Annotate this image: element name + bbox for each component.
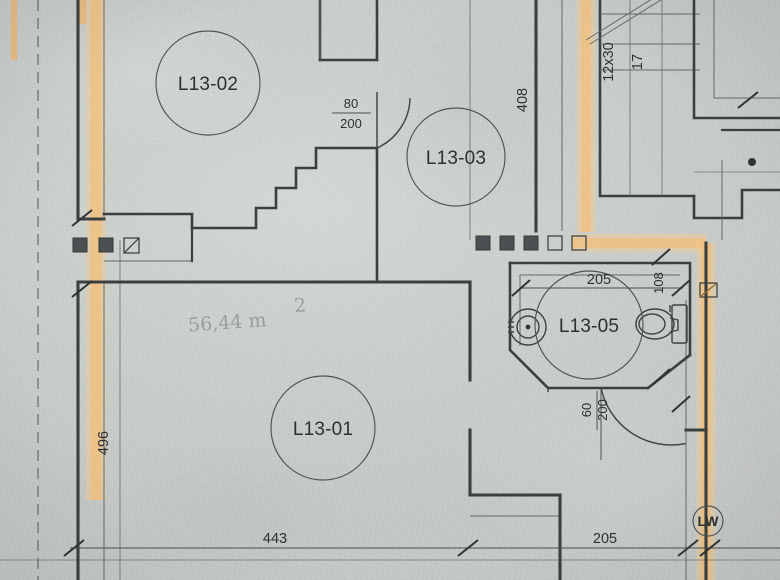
dim-tick (671, 395, 691, 413)
open-square-symbol (571, 235, 587, 251)
door-width-80: 80 (344, 96, 358, 111)
filled-square-symbol (72, 237, 88, 253)
bath-fixtures (508, 304, 688, 346)
dim-bottom-left: 443 (263, 531, 287, 547)
dim-tick (71, 280, 93, 298)
symbol-row-right (475, 235, 587, 251)
room-label-l13-03: L13-03 (426, 148, 486, 169)
door-width-60: 60 (579, 403, 594, 417)
dim-right-vertical: 408 (515, 88, 531, 112)
stair-count-label: 17 (630, 54, 646, 70)
filled-square-symbol (98, 237, 114, 253)
dim-bath-right: 108 (651, 272, 666, 294)
wall-badge-lw: LW (692, 505, 724, 537)
door-label-l13-05: 60 200 (579, 391, 610, 430)
dim-tick (737, 91, 759, 109)
handwritten-area-note: 56,44 m 2 (187, 294, 307, 336)
handwritten-area-value: 56,44 m (187, 309, 267, 336)
door-height-200: 200 (595, 399, 610, 421)
room-circle-l13-05 (534, 270, 644, 380)
handwritten-area-exponent: 2 (293, 294, 307, 317)
dim-tick (71, 209, 93, 227)
open-square-symbol (547, 235, 563, 251)
filled-square-symbol (523, 235, 539, 251)
dimension-lines (63, 91, 780, 557)
cistern-icon (671, 304, 688, 344)
filled-square-symbol (475, 235, 491, 251)
room-circle-l13-03 (406, 107, 506, 207)
dim-tick (699, 539, 721, 557)
stair-labels: 12x30 17 (601, 42, 646, 82)
dim-tick (651, 368, 671, 386)
walls (76, 0, 708, 580)
dim-tick (63, 539, 85, 557)
room-tags: L13-02 L13-03 L13-01 L13-05 (155, 30, 644, 481)
door-label-l13-02: 80 200 (332, 96, 371, 131)
room-circle-l13-02 (155, 30, 261, 136)
dim-left-vertical: 496 (96, 431, 112, 455)
filled-square-symbol (499, 235, 515, 251)
room-circle-l13-01 (270, 375, 376, 481)
room-label-l13-02: L13-02 (178, 74, 238, 95)
dim-tick (671, 279, 691, 297)
washbasin-icon (508, 308, 547, 346)
toilet-icon (635, 308, 679, 340)
dim-bottom-right: 205 (593, 531, 617, 547)
room-label-l13-01: L13-01 (293, 419, 353, 440)
stair-risers-label: 12x30 (601, 42, 617, 82)
dim-tick (677, 539, 699, 557)
room-label-l13-05: L13-05 (559, 316, 619, 337)
dim-tick (651, 248, 671, 266)
symbol-row-left (72, 237, 140, 254)
dim-tick (457, 539, 479, 557)
open-square-diagonal-symbol (123, 237, 140, 254)
dim-bath-width: 205 (587, 272, 611, 288)
door-height-200: 200 (340, 116, 362, 131)
window-symbol (699, 282, 718, 298)
door-swings (376, 92, 686, 460)
stair-block (585, 0, 780, 240)
wall-badge-label: LW (698, 513, 720, 529)
dim-tick (511, 279, 531, 297)
dimension-labels: 443 205 496 408 205 108 (96, 88, 666, 547)
